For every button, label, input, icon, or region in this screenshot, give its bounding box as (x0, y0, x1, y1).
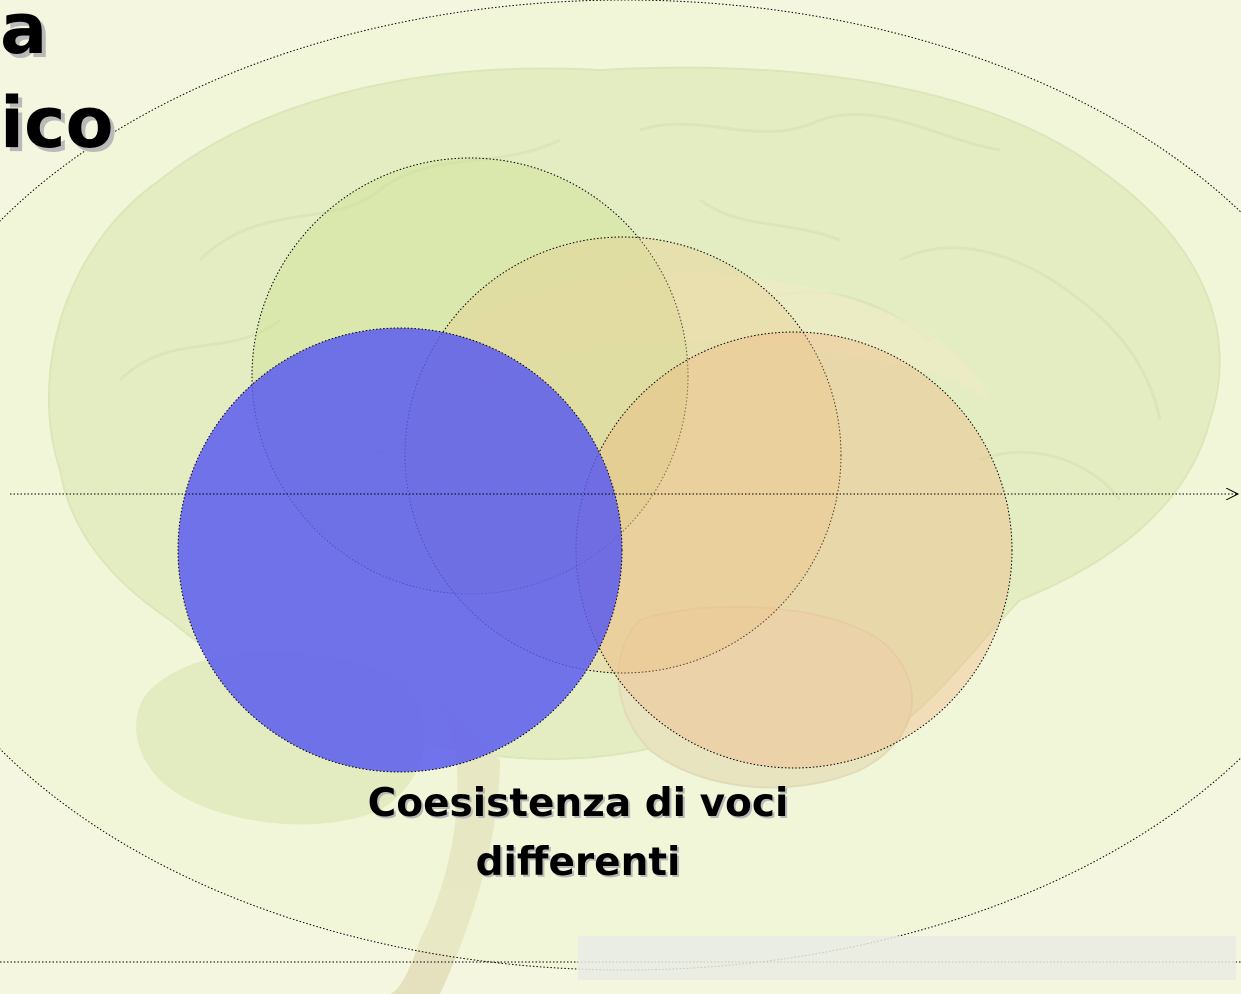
circle-blue (177, 327, 623, 773)
caption-line-1: Coesistenza di voci (367, 781, 789, 826)
title-line-1: a (0, 0, 48, 70)
brain-corpus-callosum (470, 273, 990, 400)
circle-orange (575, 331, 1013, 769)
title-line-2: ico (0, 82, 114, 164)
caption-line-2: differenti (475, 840, 681, 885)
brain-stem (390, 700, 500, 994)
footer-strip (578, 936, 1236, 980)
